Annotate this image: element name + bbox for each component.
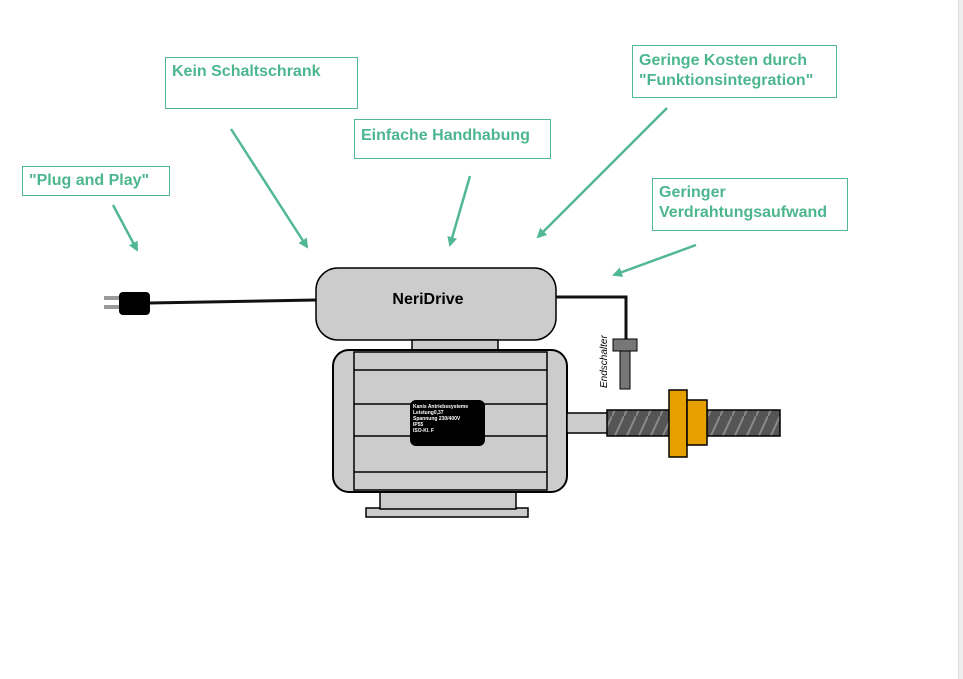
arrow-verdrahtungsaufwand	[612, 243, 697, 277]
switch-cable	[556, 295, 628, 340]
nameplate-line-4: IP55	[413, 422, 424, 428]
callout-geringe-kosten-line-2: "Funktionsintegration"	[639, 72, 814, 89]
callout-verdrahtungsaufwand-line-1: Geringer	[659, 184, 726, 201]
arrow-kein-schaltschrank	[229, 128, 309, 249]
nameplate-line-1: Kanis Antriebssysteme	[413, 404, 468, 410]
callout-kein-schaltschrank: Kein Schaltschrank	[165, 57, 358, 109]
neridrive-label: NeriDrive	[392, 291, 463, 308]
drive-mount	[411, 339, 499, 351]
nameplate-line-3: Spannung 230/400V	[413, 416, 461, 422]
nameplate-line-5: ISO-Kl. F	[413, 428, 434, 434]
power-plug-icon	[104, 292, 150, 315]
motor-nameplate	[410, 400, 485, 446]
limit-switch-label: Endschalter	[599, 335, 610, 388]
callout-einfache-handhabung: Einfache Handhabung	[354, 119, 551, 159]
spindle-nut-icon	[668, 389, 708, 458]
callout-plug-and-play-text: "Plug and Play"	[29, 172, 150, 189]
callout-verdrahtungsaufwand: Geringer Verdrahtungsaufwand	[652, 178, 848, 231]
power-cable	[149, 298, 317, 305]
callout-geringe-kosten: Geringe Kosten durch "Funktionsintegrati…	[632, 45, 837, 98]
nameplate-line-2: Leistung0,37	[413, 410, 444, 416]
callout-plug-and-play: "Plug and Play"	[22, 166, 170, 196]
motor-shaft	[566, 412, 609, 434]
callout-verdrahtungsaufwand-line-2: Verdrahtungsaufwand	[659, 204, 828, 221]
motor-cooling-fins	[353, 351, 548, 491]
callout-kein-schaltschrank-text: Kein Schaltschrank	[172, 63, 321, 80]
page-edge	[958, 0, 963, 679]
arrow-einfache-handhabung	[447, 175, 472, 247]
arrow-plug-and-play	[111, 204, 139, 252]
limit-switch-icon	[612, 338, 638, 390]
callout-geringe-kosten-line-1: Geringe Kosten durch	[639, 52, 808, 69]
arrow-geringe-kosten	[536, 107, 668, 239]
callout-einfache-handhabung-text: Einfache Handhabung	[361, 127, 530, 144]
